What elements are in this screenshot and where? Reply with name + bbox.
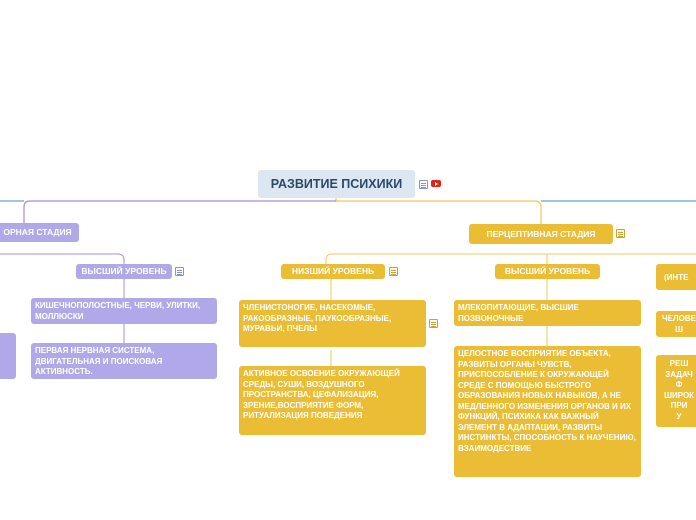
youtube-icon[interactable]: [431, 180, 441, 187]
left-stage-to-higher-connector: [0, 253, 125, 264]
right-partial-item-2-line-5: ПРИ: [670, 401, 688, 410]
higher-level-node[interactable]: ВЫСШИЙ УРОВЕНЬ: [495, 264, 600, 279]
higher-level-item-2-text: ЦЕЛОСТНОЕ ВОСПРИЯТИЕ ОБЪЕКТА, РАЗВИТЫ ОР…: [458, 349, 636, 453]
lower-level-item-2[interactable]: АКТИВНОЕ ОСВОЕНИЕ ОКРУЖАЮЩЕЙ СРЕДЫ, СУШИ…: [239, 366, 426, 435]
right-partial-item-2-line-3: Ф: [675, 380, 683, 389]
root-to-left-connector: [23, 200, 336, 224]
notes-icon[interactable]: [616, 229, 625, 238]
higher-level-label: ВЫСШИЙ УРОВЕНЬ: [504, 266, 591, 276]
right-partial-item-1[interactable]: ЧЕЛОВЕ Ш: [656, 311, 696, 337]
left-higher-item-1-text: КИШЕЧНОПОЛОСТНЫЕ, ЧЕРВИ, УЛИТКИ, МОЛЛЮСК…: [35, 301, 201, 321]
left-higher-level-node[interactable]: ВЫСШИЙ УРОВЕНЬ: [76, 264, 172, 279]
lower-level-node[interactable]: НИЗШИЙ УРОВЕНЬ: [281, 264, 385, 279]
right-partial-item-2-line-2: ЗАДАЧ: [665, 369, 693, 379]
higher-level-item-2[interactable]: ЦЕЛОСТНОЕ ВОСПРИЯТИЕ ОБЪЕКТА, РАЗВИТЫ ОР…: [454, 346, 641, 477]
left-stage-node[interactable]: ОРНАЯ СТАДИЯ: [0, 223, 79, 242]
left-partial-node[interactable]: [0, 333, 16, 379]
right-partial-level-node[interactable]: (ИНТЕ: [656, 264, 696, 290]
root-node[interactable]: РАЗВИТИЕ ПСИХИКИ: [258, 170, 415, 198]
left-higher-level-label: ВЫСШИЙ УРОВЕНЬ: [81, 266, 167, 276]
notes-icon[interactable]: [429, 319, 438, 328]
right-partial-item-1-line-1: ЧЕЛОВЕ: [662, 314, 696, 323]
left-higher-item-1[interactable]: КИШЕЧНОПОЛОСТНЫЕ, ЧЕРВИ, УЛИТКИ, МОЛЛЮСК…: [31, 298, 217, 324]
right-partial-item-1-line-2: Ш: [674, 324, 684, 334]
left-stage-label: ОРНАЯ СТАДИЯ: [3, 227, 72, 237]
right-partial-item-2-line-1: РЕШ: [669, 359, 689, 368]
perceptual-children-connector: [325, 253, 696, 264]
higher-level-item-1[interactable]: МЛЕКОПИТАЮЩИЕ, ВЫСШИЕ ПОЗВОНОЧНЫЕ: [454, 300, 641, 326]
root-to-perceptual-connector: [335, 198, 542, 224]
notes-icon[interactable]: [419, 180, 428, 189]
notes-icon[interactable]: [389, 267, 398, 276]
root-label: РАЗВИТИЕ ПСИХИКИ: [270, 177, 403, 191]
perceptual-stage-label: ПЕРЦЕПТИВНАЯ СТАДИЯ: [486, 229, 596, 239]
left-higher-item-2-text: ПЕРВАЯ НЕРВНАЯ СИСТЕМА, ДВИГАТЕЛЬНАЯ И П…: [35, 346, 163, 376]
higher-level-item-1-text: МЛЕКОПИТАЮЩИЕ, ВЫСШИЕ ПОЗВОНОЧНЫЕ: [458, 303, 579, 323]
lower-level-item-1-text: ЧЛЕНИСТОНОГИЕ, НАСЕКОМЫЕ, РАКООБРАЗНЫЕ, …: [243, 303, 392, 333]
lower-level-label: НИЗШИЙ УРОВЕНЬ: [291, 266, 375, 276]
right-partial-item-2[interactable]: РЕШ ЗАДАЧ Ф ШИРОК ПРИ У: [656, 355, 696, 427]
left-higher-item-2[interactable]: ПЕРВАЯ НЕРВНАЯ СИСТЕМА, ДВИГАТЕЛЬНАЯ И П…: [31, 343, 217, 379]
right-partial-item-2-line-4: ШИРОК: [663, 390, 695, 400]
right-partial-item-2-line-6: У: [676, 411, 682, 421]
right-partial-level-label: (ИНТЕ: [664, 273, 689, 282]
lower-level-item-1[interactable]: ЧЛЕНИСТОНОГИЕ, НАСЕКОМЫЕ, РАКООБРАЗНЫЕ, …: [239, 300, 426, 347]
perceptual-stage-node[interactable]: ПЕРЦЕПТИВНАЯ СТАДИЯ: [469, 224, 613, 244]
notes-icon[interactable]: [175, 267, 184, 276]
lower-level-item-2-text: АКТИВНОЕ ОСВОЕНИЕ ОКРУЖАЮЩЕЙ СРЕДЫ, СУШИ…: [243, 369, 400, 420]
